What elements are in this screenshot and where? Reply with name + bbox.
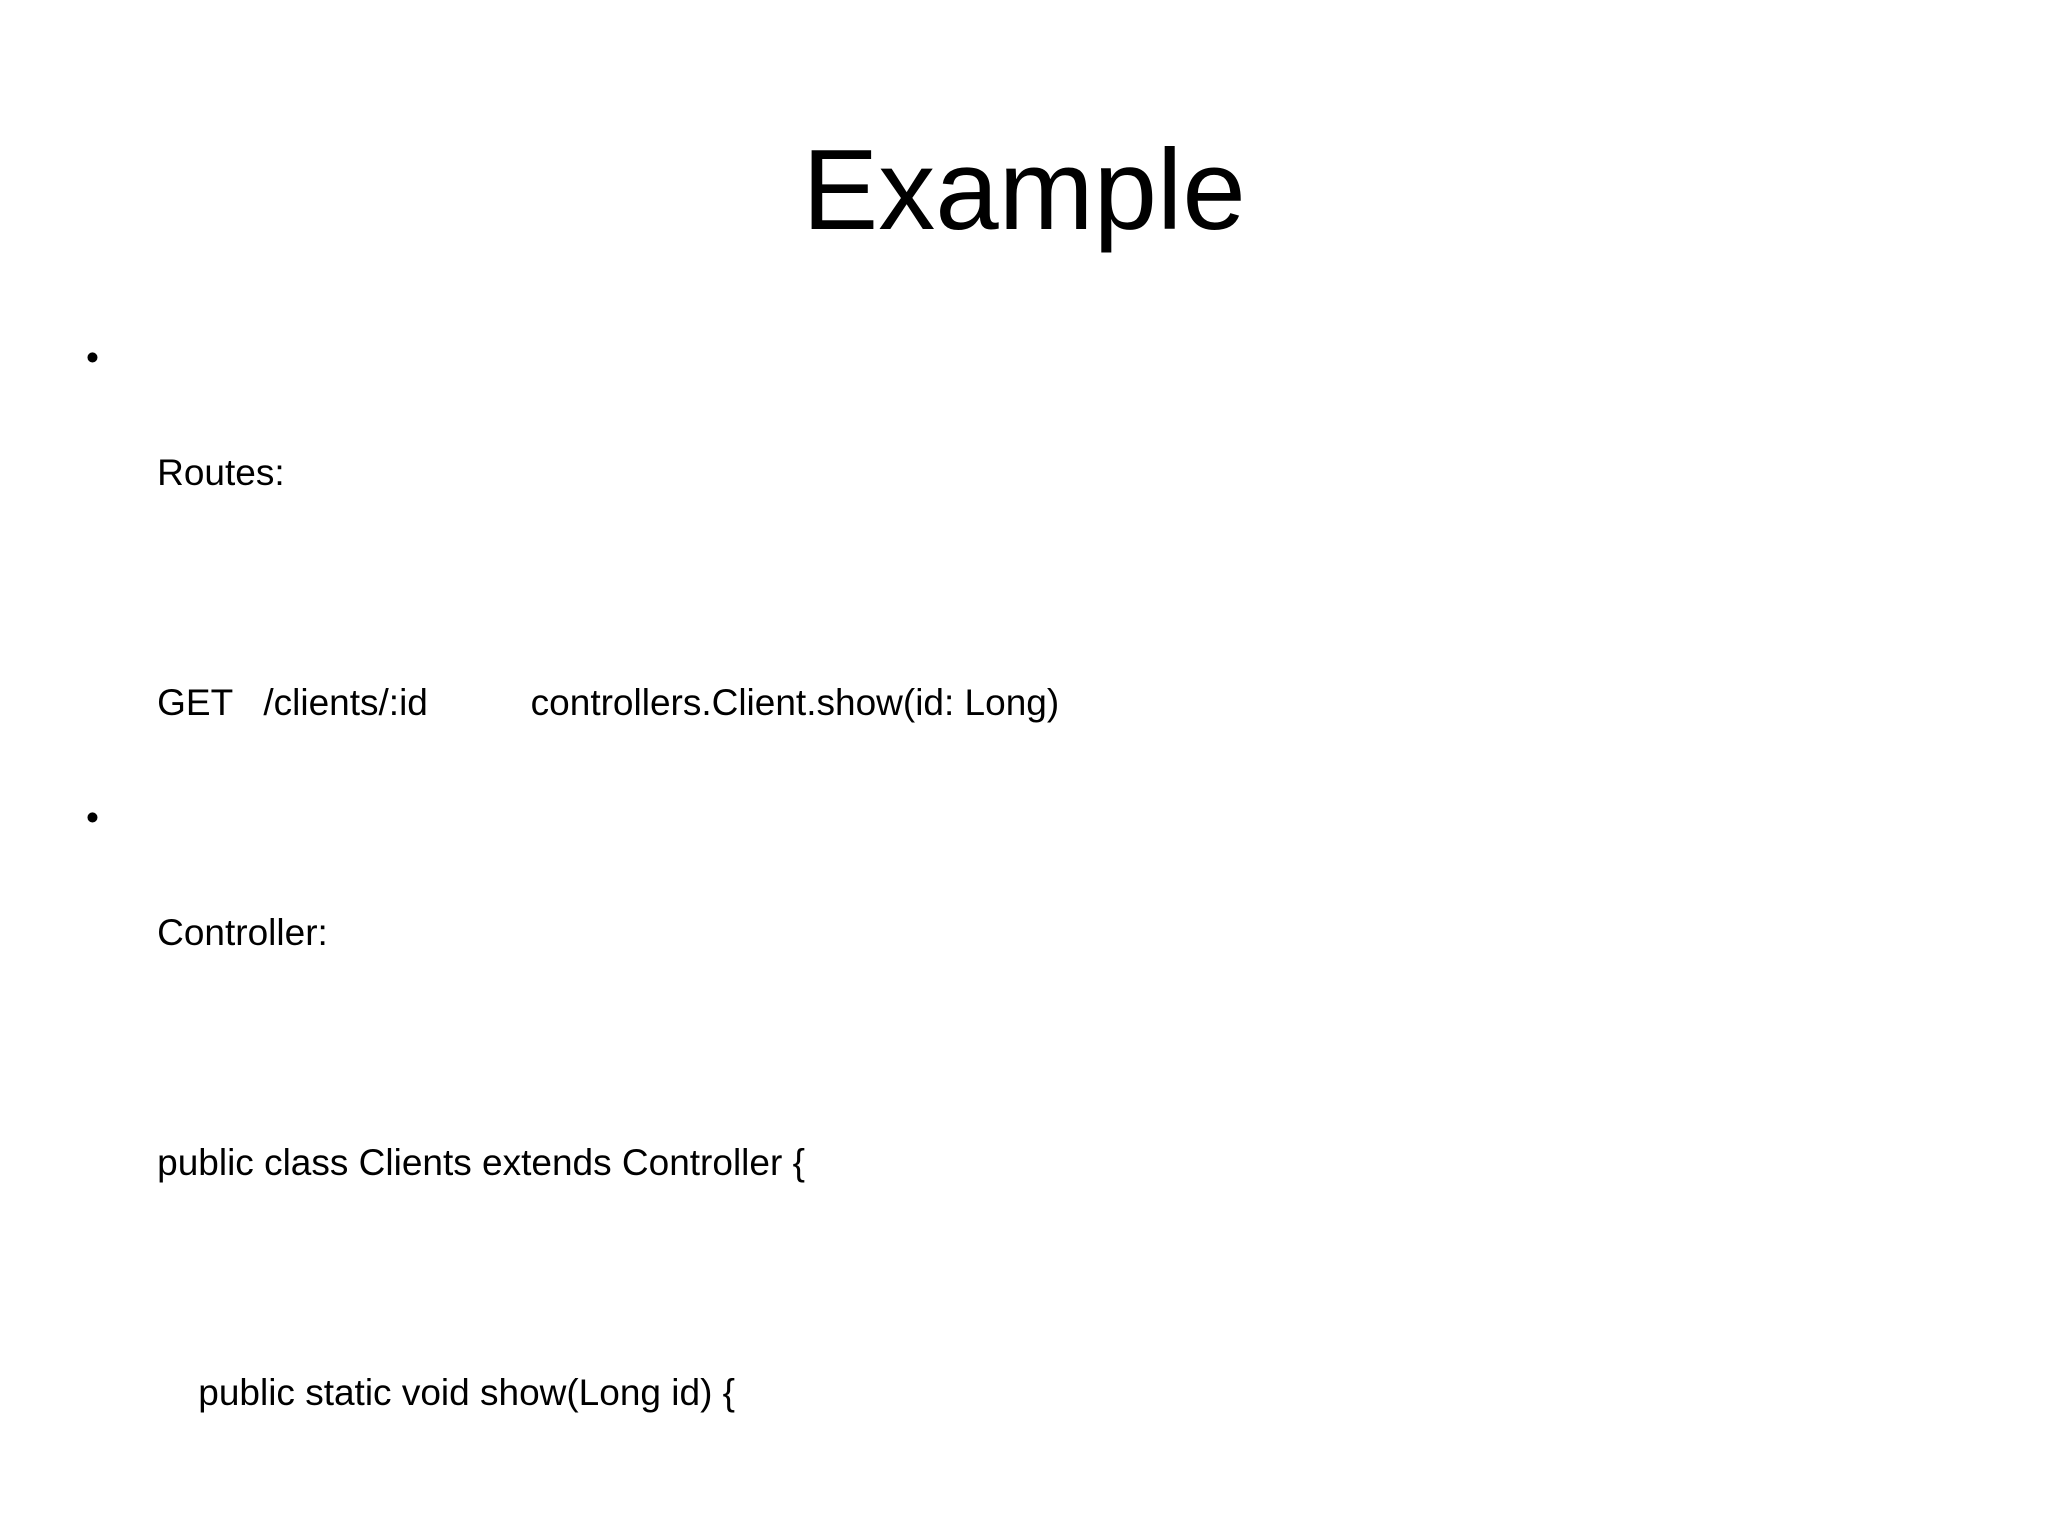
body-line: • Controller: [86, 789, 1059, 1019]
line-text: public class Clients extends Controller … [157, 1142, 805, 1183]
line-text: Routes: [157, 452, 285, 493]
body-line: GET /clients/:id controllers.Client.show… [116, 559, 1059, 789]
line-text: GET /clients/:id controllers.Client.show… [157, 682, 1060, 723]
line-text: public static void show(Long id) { [157, 1372, 736, 1413]
body-line: Client client = Client.findById(id); [116, 1479, 1059, 1535]
bullet-marker: • [86, 797, 99, 838]
body-line: • Routes: [86, 329, 1059, 559]
bullet-marker: • [86, 337, 99, 378]
body-line: public class Clients extends Controller … [116, 1019, 1059, 1249]
slide-body: • Routes: GET /clients/:id controllers.C… [86, 329, 1059, 1535]
line-text: Controller: [157, 912, 328, 953]
body-line: public static void show(Long id) { [116, 1249, 1059, 1479]
slide-title: Example [802, 127, 1246, 254]
